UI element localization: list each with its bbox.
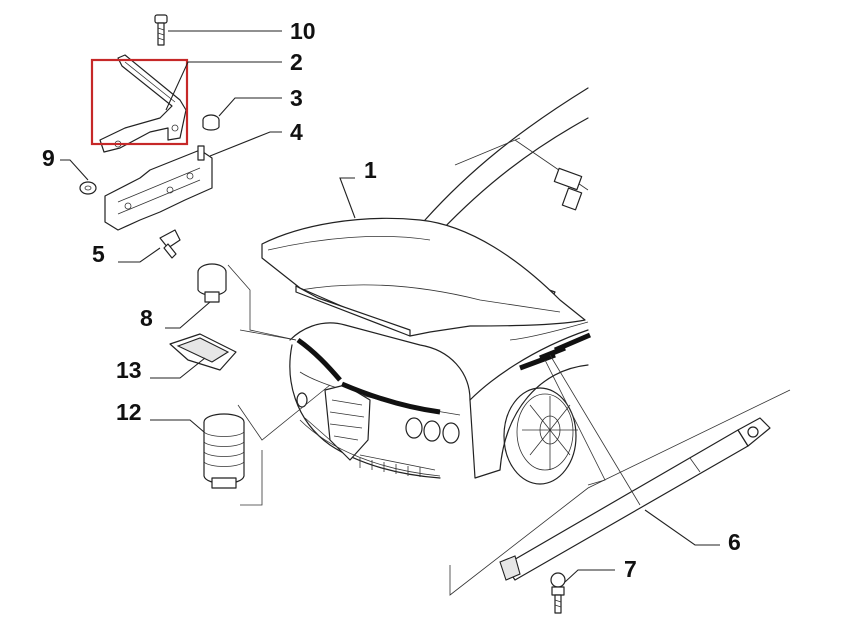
part-3-nut	[202, 114, 220, 131]
callout-9: 9	[42, 145, 55, 171]
callout-1: 1	[364, 157, 377, 183]
part-9-nut	[79, 181, 97, 195]
grille-shield	[324, 384, 371, 461]
callout-12: 12	[116, 399, 142, 425]
front-wheel	[503, 387, 577, 485]
part-13-pad	[169, 333, 237, 371]
callout-8: 8	[140, 305, 153, 331]
part-10-bolt	[154, 14, 168, 46]
callout-4: 4	[290, 119, 303, 145]
bonnet	[261, 217, 586, 337]
callout-13: 13	[116, 357, 142, 383]
part-2-hinge	[99, 54, 187, 153]
callout-10: 10	[290, 18, 316, 44]
callout-3: 3	[290, 85, 303, 111]
part-6-gas-strut	[499, 417, 771, 581]
part-4-bracket	[104, 145, 213, 231]
part-7-ball-stud	[550, 572, 566, 614]
part-5-bolt	[159, 229, 181, 259]
highlight-box	[90, 58, 189, 146]
callout-7: 7	[624, 556, 637, 582]
callout-5: 5	[92, 241, 105, 267]
car-front-illustration	[261, 87, 591, 485]
callout-2: 2	[290, 49, 303, 75]
part-8-bumper-stop	[197, 263, 227, 303]
callout-6: 6	[728, 529, 741, 555]
part-12-buffer	[203, 413, 245, 489]
leader-lines	[60, 30, 791, 596]
callouts: 10 2 3 4 9 1 5 8 13 12 6 7	[42, 18, 741, 582]
